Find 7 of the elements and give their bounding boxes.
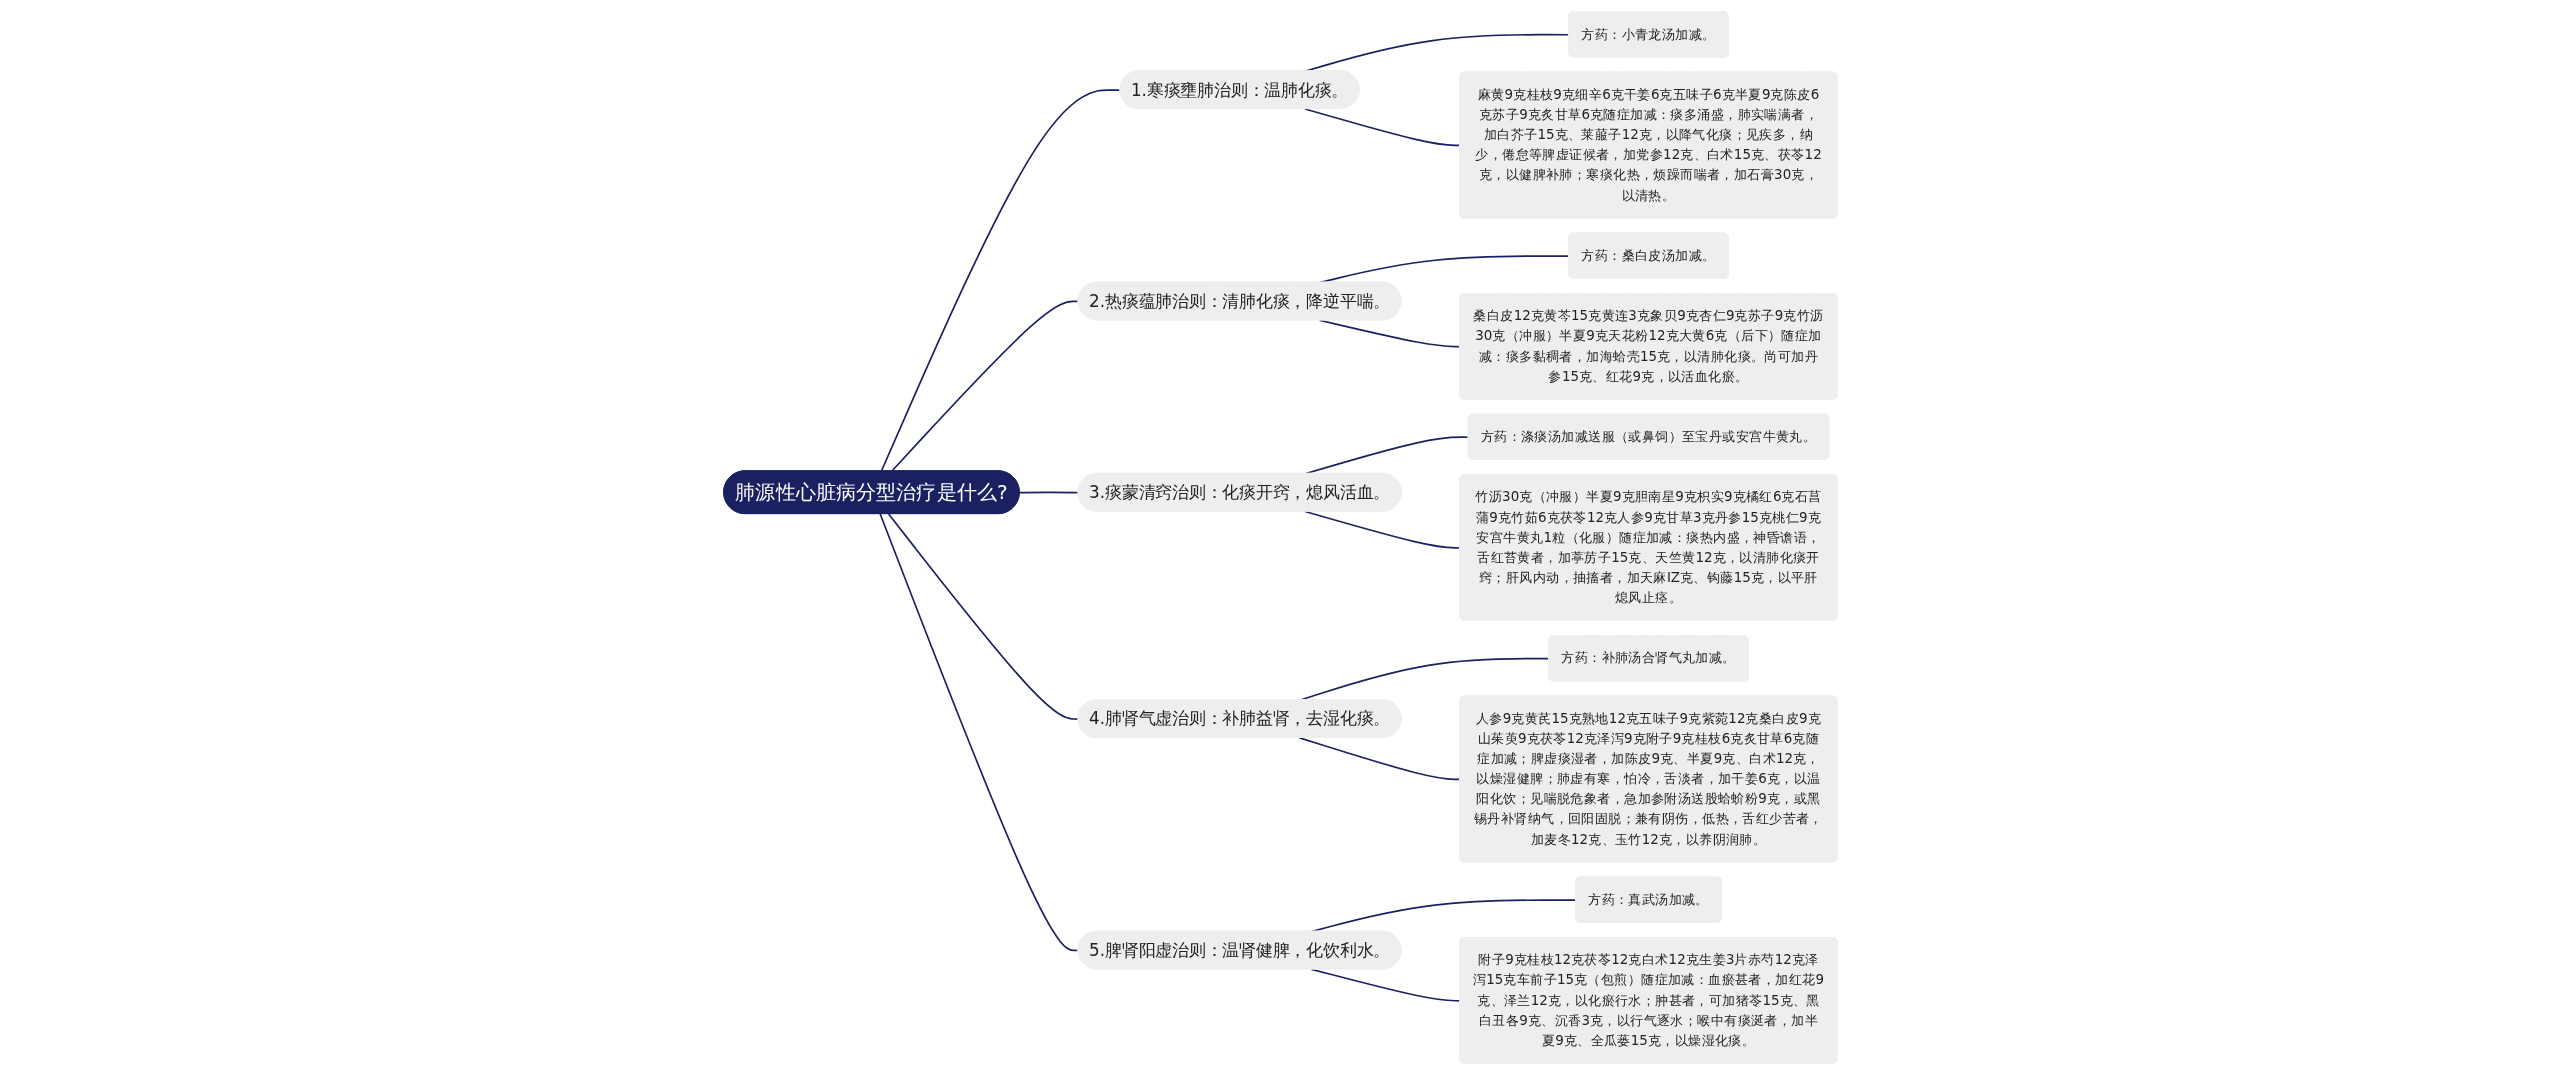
connector [1310,968,1461,1002]
connector [887,513,1079,720]
connector [1298,737,1461,781]
connector [1318,319,1461,348]
connector [1018,491,1079,494]
connector [1303,108,1461,147]
connector [878,513,1079,952]
